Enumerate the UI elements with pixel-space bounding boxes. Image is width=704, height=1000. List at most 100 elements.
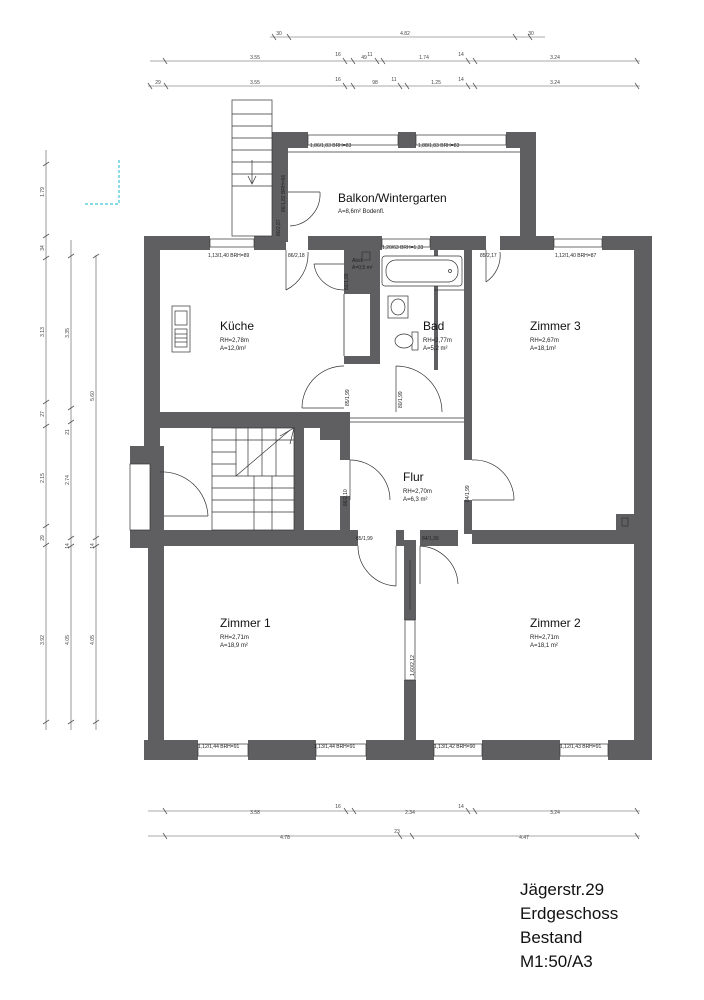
dimension-lines-bottom bbox=[148, 807, 640, 840]
door-label-4: 80/2,87 bbox=[276, 219, 282, 236]
title-scale: M1:50/A3 bbox=[520, 952, 593, 971]
dim-mid-6: 14 bbox=[458, 52, 464, 58]
window-label-6: 1,12/1,44 BRH=91 bbox=[198, 744, 239, 750]
dim-mid-1: 3.55 bbox=[250, 55, 260, 61]
washbasin bbox=[387, 295, 409, 319]
room-name-zimmer1: Zimmer 1 bbox=[220, 616, 271, 630]
door-label-5: 86/1,82 BRH=66 bbox=[281, 175, 287, 212]
room-meta-zimmer1-a: A=18,9 m² bbox=[220, 643, 248, 649]
dim-left-10: 2.74 bbox=[65, 475, 71, 485]
room-name-abst: Abst. bbox=[352, 258, 363, 264]
north-marker bbox=[85, 160, 120, 205]
dim-left-9: 21 bbox=[65, 429, 71, 435]
dim-left-11: 14 bbox=[65, 543, 71, 549]
window-label-2: 1,88/1,83 BRH=83 bbox=[418, 143, 459, 149]
door-label-2: 62/1,99 bbox=[344, 273, 350, 290]
dim-left-13: 5.60 bbox=[90, 391, 96, 401]
toilet bbox=[394, 331, 419, 351]
door-label-3: 85/2,17 bbox=[480, 253, 497, 259]
dimension-labels-top: 30 4.82 30 3.55 16 49 11 1.74 14 3.24 29… bbox=[155, 31, 560, 86]
door-label-12: 1,60/2,12 bbox=[410, 655, 416, 676]
dimension-lines-top bbox=[147, 33, 640, 90]
dim-low-8: 3.24 bbox=[550, 80, 560, 86]
dim-left-8: 3.35 bbox=[65, 328, 71, 338]
dim-bottom-7: 23 bbox=[394, 829, 400, 835]
dim-left-7: 3.92 bbox=[40, 635, 46, 645]
room-meta-kueche-a: A=12,0m² bbox=[220, 346, 246, 352]
dim-mid-4: 11 bbox=[367, 52, 372, 58]
windows bbox=[129, 134, 609, 757]
dim-left-15: 4.05 bbox=[90, 635, 96, 645]
window-label-5: 1,12/1,40 BRH=87 bbox=[555, 253, 596, 259]
room-meta-bad-rh: RH=2,77m bbox=[423, 338, 452, 344]
door-label-8: 86/2,10 bbox=[343, 489, 349, 506]
doors bbox=[159, 191, 515, 681]
room-meta-bad-a: A=5,2 m² bbox=[423, 346, 448, 352]
heating-pipes bbox=[361, 251, 629, 527]
stair-inside bbox=[211, 427, 295, 531]
dim-left-6: 29 bbox=[40, 535, 46, 541]
dim-bottom-3: 2.34 bbox=[405, 810, 415, 816]
dimension-labels-left: 1.79 34 3.13 27 2.15 29 3.92 3.35 21 2.7… bbox=[40, 187, 96, 645]
door-label-11: 84/1,99 bbox=[422, 536, 439, 542]
dim-low-2: 3.55 bbox=[250, 80, 260, 86]
door-label-7: 80/1,99 bbox=[398, 391, 404, 408]
dim-left-4: 27 bbox=[40, 411, 46, 417]
room-meta-zimmer3-rh: RH=2,67m bbox=[530, 338, 559, 344]
dim-left-2: 34 bbox=[40, 245, 46, 251]
dim-bottom-2: 16 bbox=[335, 804, 341, 810]
dim-left-1: 1.79 bbox=[40, 187, 46, 197]
door-label-1: 86/2,18 bbox=[288, 253, 305, 259]
room-meta-zimmer2-a: A=18,1 m² bbox=[530, 643, 558, 649]
window-label-4: 1,20/63 BRH=1,33 bbox=[382, 245, 423, 251]
door-label-9: 84/1,99 bbox=[465, 485, 471, 502]
room-name-zimmer3: Zimmer 3 bbox=[530, 319, 581, 333]
dim-low-1: 29 bbox=[155, 80, 161, 86]
room-interiors bbox=[160, 148, 634, 740]
window-label-1: 1,86/1,83 BRH=83 bbox=[310, 143, 351, 149]
kitchen-sink bbox=[171, 305, 191, 353]
window-label-3: 1,13/1,40 BRH=89 bbox=[208, 253, 249, 259]
room-meta-flur-rh: RH=2,70m bbox=[403, 489, 432, 495]
partition-lines bbox=[288, 151, 520, 423]
dimension-labels-bottom: 3.58 16 2.34 14 3.24 4.78 23 4.47 bbox=[250, 804, 560, 841]
dim-low-3: 16 bbox=[335, 77, 341, 83]
dim-bottom-8: 4.47 bbox=[519, 835, 529, 841]
title-block: Jägerstr.29 Erdgeschoss Bestand M1:50/A3 bbox=[520, 878, 695, 974]
dim-top-2: 4.82 bbox=[400, 31, 410, 37]
room-name-kueche: Küche bbox=[220, 319, 254, 333]
dimension-lines-left bbox=[42, 150, 100, 730]
dim-low-5: 11 bbox=[391, 77, 396, 83]
room-meta-abst: A=0,5 m² bbox=[352, 265, 373, 271]
title-floor: Erdgeschoss bbox=[520, 904, 619, 923]
dim-left-12: 4.05 bbox=[65, 635, 71, 645]
dim-mid-2: 16 bbox=[335, 52, 341, 58]
dim-mid-3: 49 bbox=[361, 55, 367, 61]
dim-mid-7: 3.24 bbox=[550, 55, 560, 61]
dim-bottom-4: 14 bbox=[458, 804, 464, 810]
room-name-balkon: Balkon/Wintergarten bbox=[338, 191, 447, 205]
room-name-flur: Flur bbox=[403, 470, 424, 484]
dim-top-1: 30 bbox=[276, 31, 282, 37]
stair-outside bbox=[231, 99, 273, 237]
room-meta-kueche-rh: RH=2,78m bbox=[220, 338, 249, 344]
dim-low-7: 14 bbox=[458, 77, 464, 83]
door-labels: 86/2,18 62/1,99 85/2,17 80/2,87 86/1,82 … bbox=[276, 175, 497, 676]
room-name-bad: Bad bbox=[423, 319, 444, 333]
room-meta-zimmer1-rh: RH=2,71m bbox=[220, 635, 249, 641]
room-labels: Balkon/Wintergarten A=8,6m² Bodenfl. Küc… bbox=[220, 191, 581, 649]
title-address: Jägerstr.29 bbox=[520, 880, 605, 899]
dim-left-5: 2.15 bbox=[40, 473, 46, 483]
window-labels: 1,86/1,83 BRH=83 1,88/1,83 BRH=83 1,13/1… bbox=[198, 143, 601, 750]
room-meta-zimmer2-rh: RH=2,71m bbox=[530, 635, 559, 641]
door-label-10: 85/1,99 bbox=[356, 536, 373, 542]
room-meta-zimmer3-a: A=18,1m² bbox=[530, 346, 556, 352]
dim-mid-5: 1.74 bbox=[419, 55, 429, 61]
interior-walls bbox=[144, 250, 634, 744]
dim-bottom-1: 3.58 bbox=[250, 810, 260, 816]
dim-bottom-6: 4.78 bbox=[280, 835, 290, 841]
dim-left-3: 3.13 bbox=[40, 327, 46, 337]
room-meta-flur-a: A=6,3 m² bbox=[403, 497, 428, 503]
room-meta-balkon: A=8,6m² Bodenfl. bbox=[338, 209, 385, 215]
